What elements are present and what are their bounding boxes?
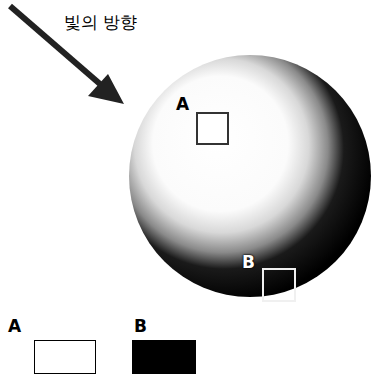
sphere <box>129 55 371 297</box>
legend-entry: A <box>8 318 96 374</box>
region-letter: B <box>242 254 255 271</box>
region-square <box>196 112 229 145</box>
marked-region: B <box>242 254 296 302</box>
light-arrow-head <box>88 74 124 104</box>
legend-swatch <box>132 340 196 374</box>
legend-entry: B <box>132 318 196 374</box>
legend-swatch <box>34 340 96 374</box>
light-direction-label: 빛의 방향 <box>64 12 137 32</box>
legend-letter: B <box>134 318 147 335</box>
legend-letter: A <box>8 318 21 335</box>
marked-region: A <box>176 96 229 145</box>
region-square <box>262 268 296 302</box>
region-letter: A <box>176 96 189 113</box>
